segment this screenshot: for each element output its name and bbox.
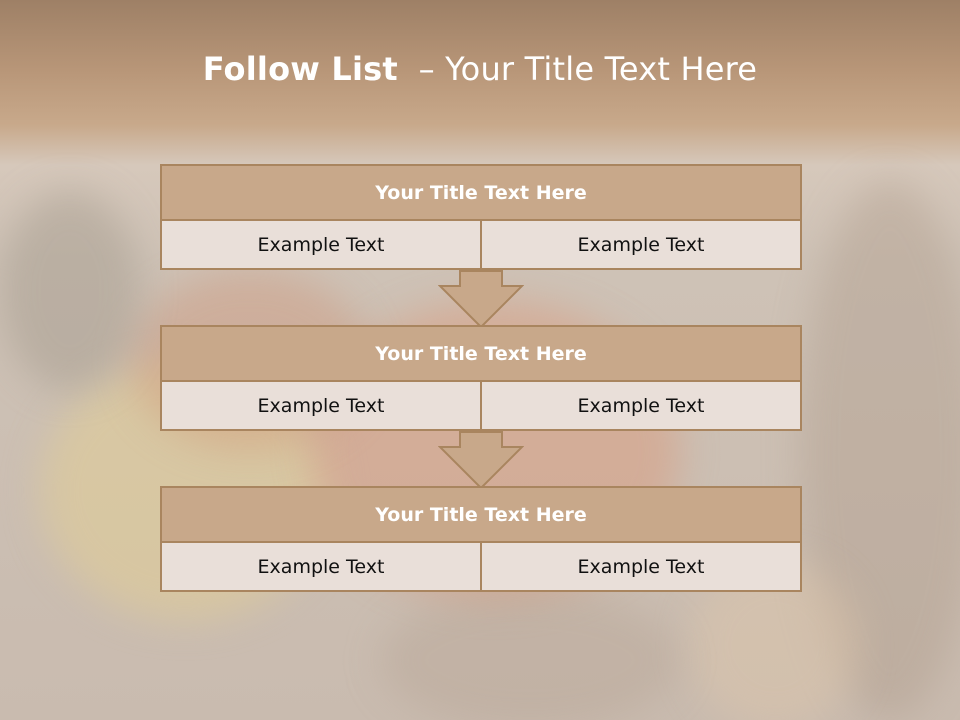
bg-blur-bottom	[380, 590, 680, 720]
bg-blur-left-shadow	[0, 190, 140, 390]
step-cell-left: Example Text	[160, 382, 482, 431]
step-row: Example Text Example Text	[160, 543, 802, 592]
slide-title-bold: Follow List	[202, 50, 398, 88]
step-title: Your Title Text Here	[160, 325, 802, 382]
slide-title-rest: – Your Title Text Here	[418, 50, 758, 88]
step-cell-right: Example Text	[482, 221, 802, 270]
step-row: Example Text Example Text	[160, 382, 802, 431]
step-block-1: Your Title Text Here Example Text Exampl…	[160, 164, 802, 270]
step-title: Your Title Text Here	[160, 486, 802, 543]
slide-title: Follow List – Your Title Text Here	[0, 50, 960, 88]
step-block-2: Your Title Text Here Example Text Exampl…	[160, 325, 802, 431]
step-block-3: Your Title Text Here Example Text Exampl…	[160, 486, 802, 592]
bg-blur-right-shadow	[800, 180, 960, 720]
step-cell-left: Example Text	[160, 543, 482, 592]
down-arrow-icon	[438, 431, 524, 489]
step-cell-left: Example Text	[160, 221, 482, 270]
step-cell-right: Example Text	[482, 382, 802, 431]
step-cell-right: Example Text	[482, 543, 802, 592]
step-row: Example Text Example Text	[160, 221, 802, 270]
down-arrow-icon	[438, 270, 524, 328]
step-title: Your Title Text Here	[160, 164, 802, 221]
